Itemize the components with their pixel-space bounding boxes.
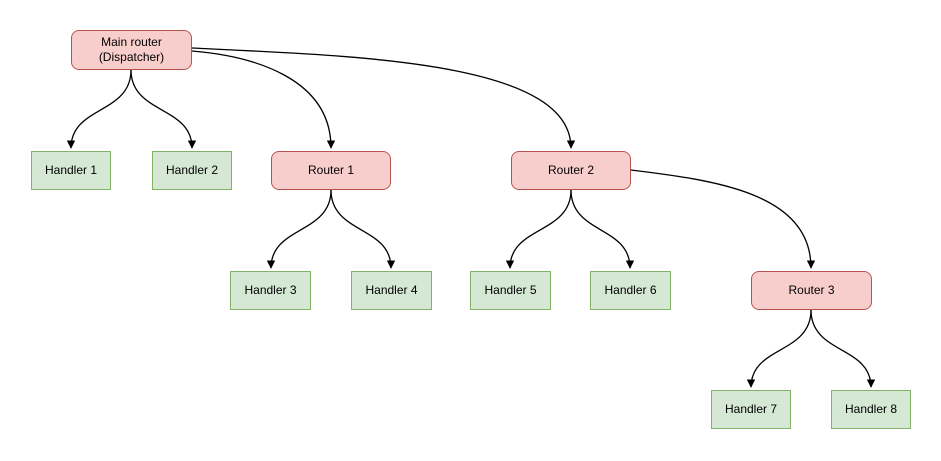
node-label: Handler 8 xyxy=(844,402,898,416)
node-label: Handler 6 xyxy=(604,283,657,297)
node-label: Main router (Dispatcher) xyxy=(98,35,165,64)
node-label: Router 3 xyxy=(788,283,835,297)
edge-router2-to-handler5 xyxy=(505,189,572,269)
node-handler-1: Handler 1 xyxy=(31,151,111,190)
edge-router1-to-handler3 xyxy=(266,189,332,269)
node-label: Handler 1 xyxy=(44,163,98,177)
node-handler-2: Handler 2 xyxy=(152,151,232,190)
edge-router3-to-handler8 xyxy=(810,309,876,388)
node-handler-3: Handler 3 xyxy=(230,271,311,310)
node-main-router: Main router (Dispatcher) xyxy=(71,30,192,70)
node-label: Handler 4 xyxy=(365,283,418,297)
edge-main-to-handler2 xyxy=(130,69,197,149)
node-label: Handler 2 xyxy=(165,163,219,177)
node-label: Handler 5 xyxy=(484,283,537,297)
node-label: Router 2 xyxy=(547,163,595,177)
edge-main-to-router1 xyxy=(191,50,336,149)
node-label: Router 1 xyxy=(307,163,355,177)
node-handler-7: Handler 7 xyxy=(711,390,791,429)
edge-router2-to-handler6 xyxy=(570,189,635,269)
node-router-1: Router 1 xyxy=(271,151,391,190)
edge-router3-to-handler7 xyxy=(746,309,812,388)
edge-router1-to-handler4 xyxy=(330,189,396,269)
node-handler-4: Handler 4 xyxy=(351,271,432,310)
edge-main-to-router2 xyxy=(191,47,576,149)
node-handler-6: Handler 6 xyxy=(590,271,671,310)
node-label: Handler 7 xyxy=(724,402,778,416)
node-handler-5: Handler 5 xyxy=(470,271,551,310)
node-label: Handler 3 xyxy=(244,283,297,297)
edge-router2-to-router3 xyxy=(630,169,816,269)
node-router-2: Router 2 xyxy=(511,151,631,190)
node-handler-8: Handler 8 xyxy=(831,390,911,429)
node-router-3: Router 3 xyxy=(751,271,872,310)
edge-main-to-handler1 xyxy=(66,69,132,149)
